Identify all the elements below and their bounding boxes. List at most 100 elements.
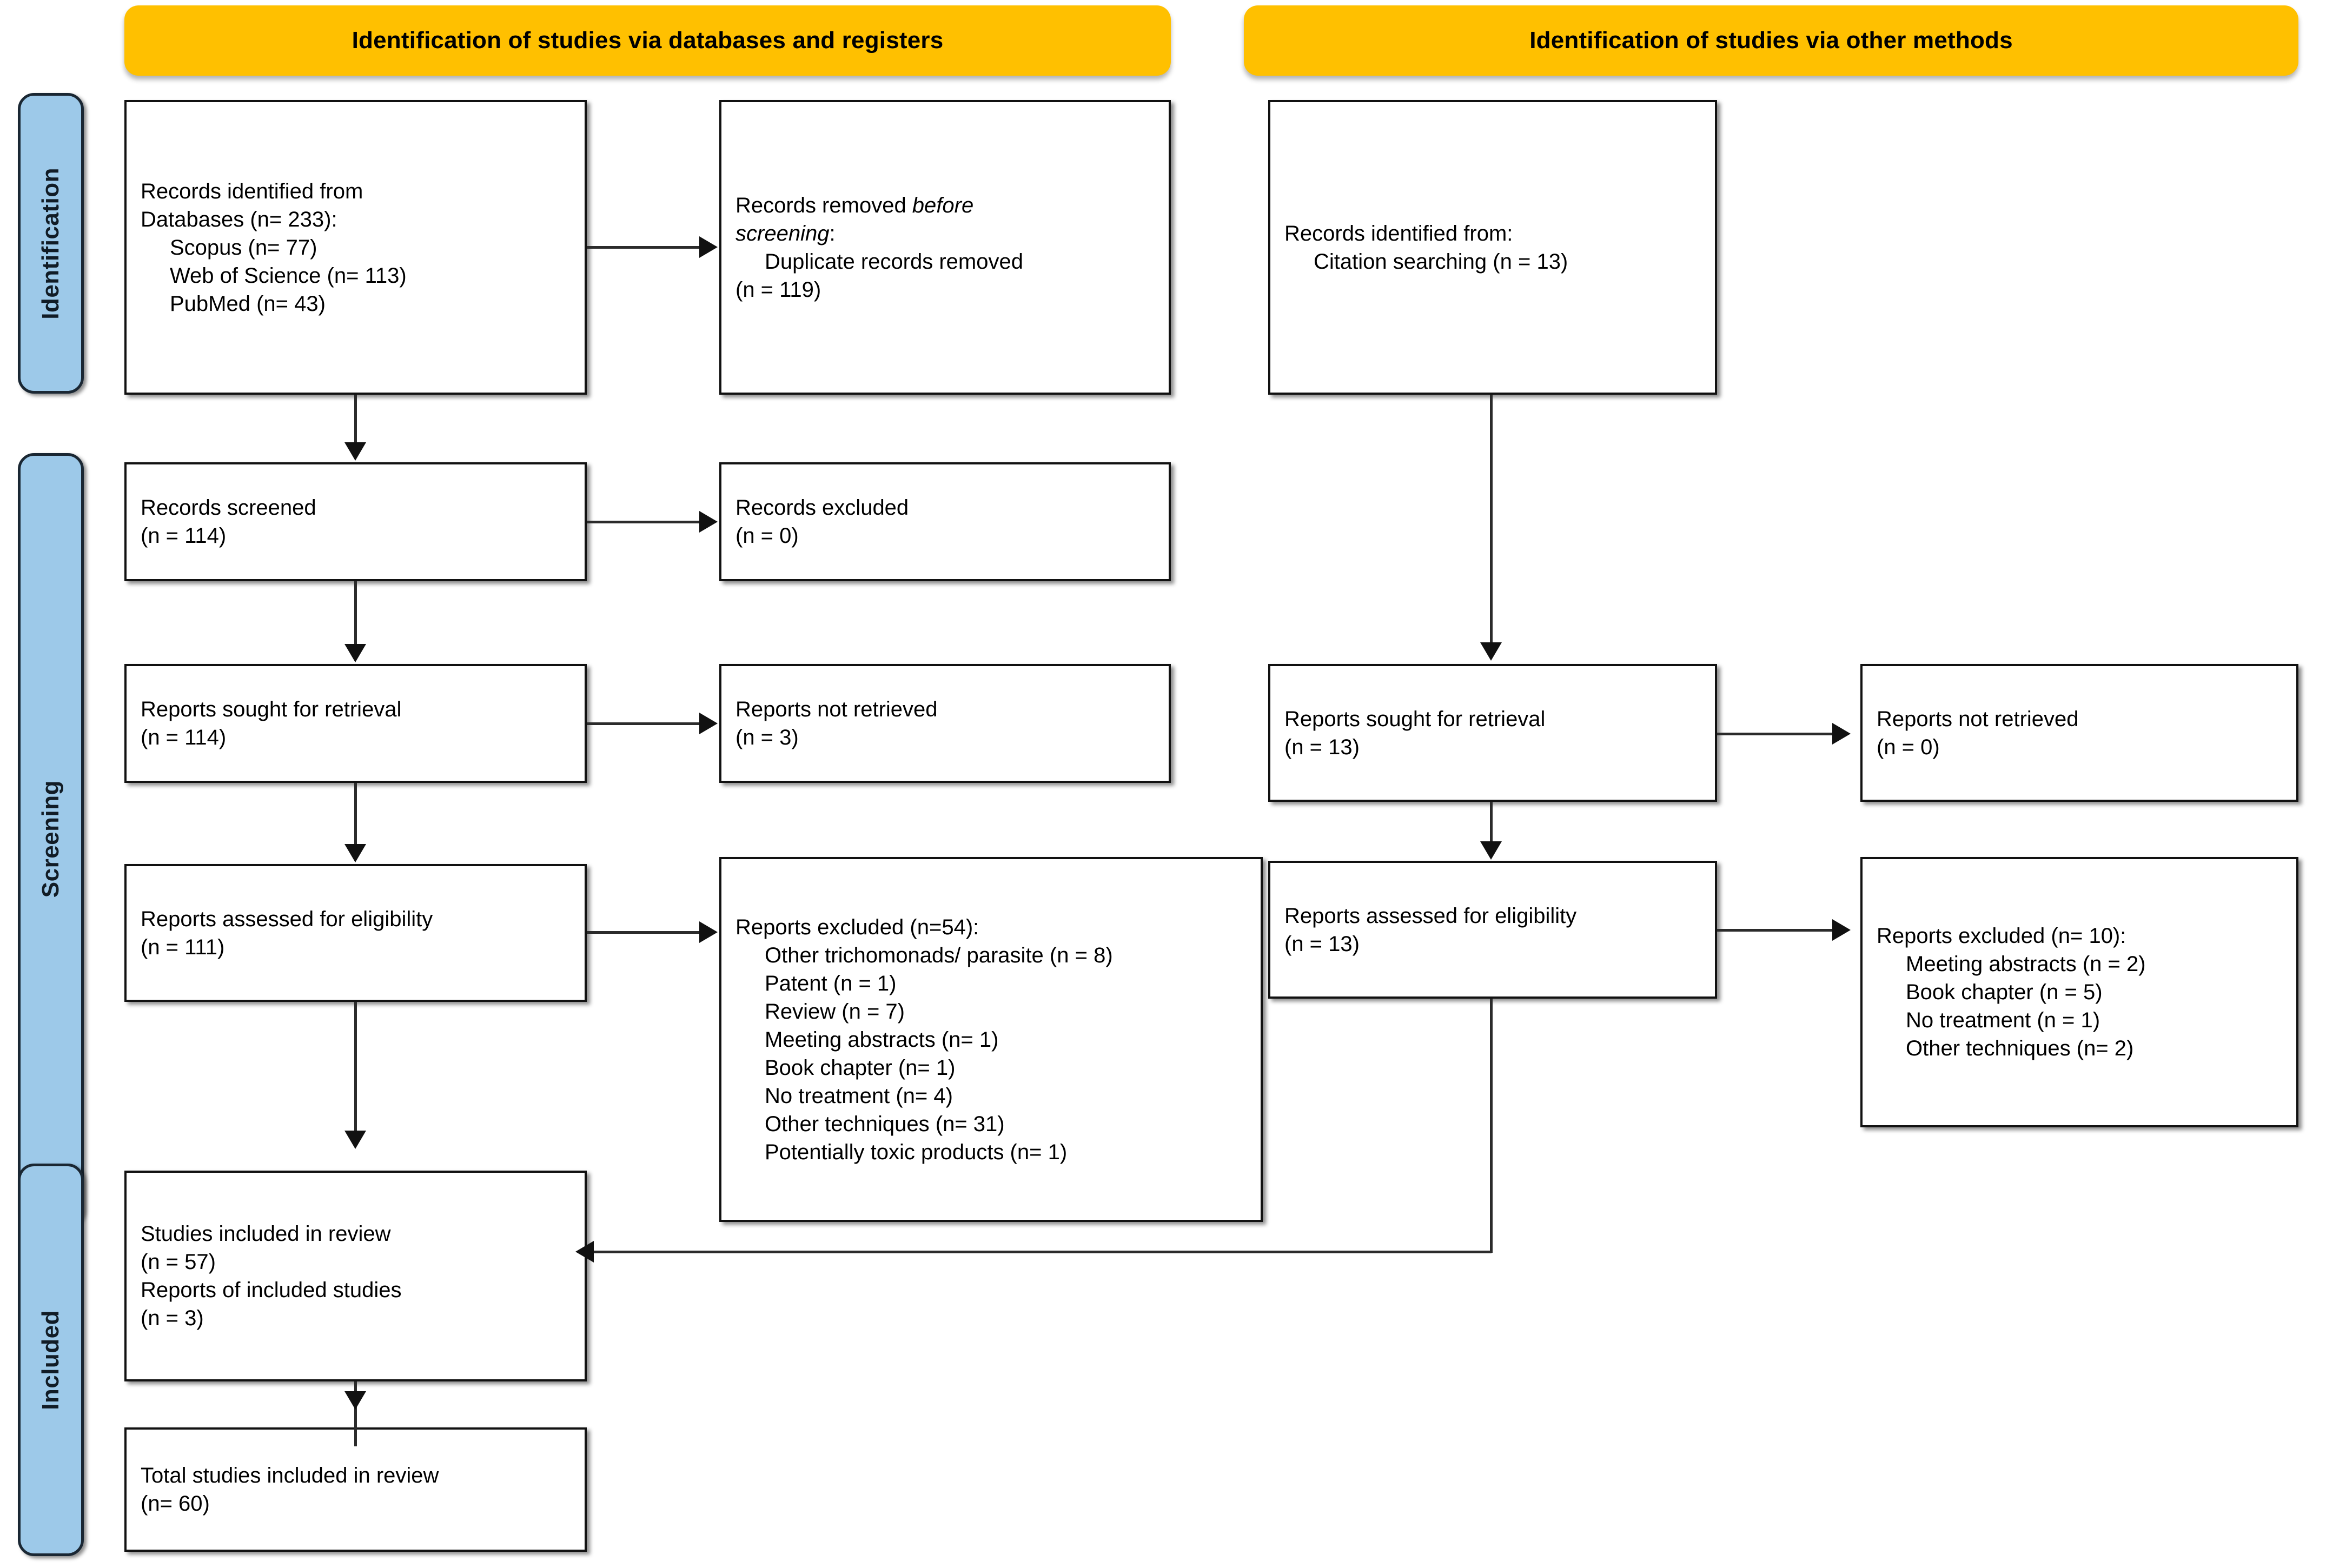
connector-screened-to-sought xyxy=(354,581,357,645)
reports-sought-right-line2: (n = 13) xyxy=(1284,735,1360,759)
reports-excluded-left-reason-1: Patent (n = 1) xyxy=(765,971,897,995)
arrowhead-sought-to-assessed xyxy=(344,844,366,862)
arrowhead-assessed-to-included xyxy=(344,1131,366,1149)
connector-assessed-to-excluded-right xyxy=(1717,929,1833,932)
box-records-excluded: Records excluded (n = 0) xyxy=(719,462,1171,581)
box-reports-excluded-right: Reports excluded (n= 10): Meeting abstra… xyxy=(1860,857,2298,1127)
connector-sought-to-assessed xyxy=(354,783,357,845)
arrowhead-sought-to-not-retrieved-right xyxy=(1832,723,1851,745)
box-studies-included: Studies included in review (n = 57) Repo… xyxy=(124,1171,587,1381)
reports-not-retrieved-left-line1: Reports not retrieved xyxy=(735,697,938,721)
reports-sought-left-line2: (n = 114) xyxy=(141,726,227,749)
box-total-studies-included: Total studies included in review (n= 60) xyxy=(124,1427,587,1552)
arrowhead-screened-to-excluded xyxy=(699,511,718,533)
reports-not-retrieved-right-line2: (n = 0) xyxy=(1877,735,1940,759)
studies-included-line3: Reports of included studies xyxy=(141,1278,402,1302)
reports-excluded-left-header: Reports excluded (n=54): xyxy=(735,915,979,939)
records-identified-line1: Records identified from xyxy=(141,179,363,203)
reports-excluded-left-reason-2: Review (n = 7) xyxy=(765,999,905,1024)
connector-sought-to-assessed-right xyxy=(1490,802,1493,842)
records-identified-other-source-citation: Citation searching (n = 13) xyxy=(1314,249,1568,274)
connector-sought-to-not-retrieved-right xyxy=(1717,733,1833,735)
arrowhead-sought-to-assessed-right xyxy=(1480,841,1502,860)
arrowhead-right-elbow-to-included xyxy=(575,1241,594,1263)
connector-right-elbow-vertical xyxy=(1490,999,1493,1253)
arrowhead-assessed-to-excluded-left xyxy=(699,921,718,943)
reports-excluded-left-reason-3: Meeting abstracts (n= 1) xyxy=(765,1027,999,1052)
arrowhead-screened-to-sought xyxy=(344,644,366,662)
reports-assessed-left-line2: (n = 111) xyxy=(141,935,225,959)
box-records-screened: Records screened (n = 114) xyxy=(124,462,587,581)
reports-excluded-right-reason-3: Other techniques (n= 2) xyxy=(1906,1037,2134,1060)
banner-databases: Identification of studies via databases … xyxy=(124,5,1171,76)
reports-excluded-left-reason-0: Other trichomonads/ parasite (n = 8) xyxy=(765,943,1113,967)
reports-assessed-right-line2: (n = 13) xyxy=(1284,932,1360,956)
reports-excluded-left-reason-4: Book chapter (n= 1) xyxy=(765,1055,956,1080)
records-identified-source-wos: Web of Science (n= 113) xyxy=(170,263,407,288)
total-included-line1: Total studies included in review xyxy=(141,1464,439,1487)
box-reports-sought-right: Reports sought for retrieval (n = 13) xyxy=(1268,664,1717,802)
box-records-identified-databases: Records identified from Databases (n= 23… xyxy=(124,100,587,395)
records-removed-line3: Duplicate records removed xyxy=(765,249,1023,274)
reports-not-retrieved-right-line1: Reports not retrieved xyxy=(1877,707,2079,731)
connector-included-to-total xyxy=(354,1381,357,1446)
reports-assessed-left-line1: Reports assessed for eligibility xyxy=(141,907,433,931)
banner-databases-label: Identification of studies via databases … xyxy=(352,27,944,54)
box-reports-assessed-left: Reports assessed for eligibility (n = 11… xyxy=(124,864,587,1002)
connector-right-elbow-horizontal xyxy=(594,1251,1492,1253)
reports-not-retrieved-left-line2: (n = 3) xyxy=(735,726,799,749)
arrowhead-included-to-total xyxy=(344,1391,366,1410)
arrowhead-other-identified-to-sought xyxy=(1480,642,1502,661)
connector-assessed-to-excluded-left xyxy=(587,931,700,934)
records-removed-line2-tail: : xyxy=(829,221,836,245)
reports-sought-left-line1: Reports sought for retrieval xyxy=(141,697,402,721)
reports-excluded-right-reason-1: Book chapter (n = 5) xyxy=(1906,980,2103,1004)
records-removed-line2: screening: xyxy=(735,220,1155,248)
connector-screened-to-excluded xyxy=(587,521,700,523)
studies-included-line2: (n = 57) xyxy=(141,1250,216,1274)
box-reports-excluded-left: Reports excluded (n=54): Other trichomon… xyxy=(719,857,1263,1222)
reports-sought-right-line1: Reports sought for retrieval xyxy=(1284,707,1546,731)
records-identified-source-scopus: Scopus (n= 77) xyxy=(170,235,317,260)
stage-tab-screening-label: Screening xyxy=(37,780,64,898)
connector-other-identified-to-sought xyxy=(1490,395,1493,643)
box-records-removed-before-screening: Records removed before screening: Duplic… xyxy=(719,100,1171,395)
records-removed-line1-text: Records removed xyxy=(735,193,912,217)
connector-assessed-to-included xyxy=(354,1002,357,1132)
records-identified-source-pubmed: PubMed (n= 43) xyxy=(170,291,326,316)
box-reports-sought-left: Reports sought for retrieval (n = 114) xyxy=(124,664,587,783)
records-excluded-line1: Records excluded xyxy=(735,496,909,520)
box-reports-not-retrieved-left: Reports not retrieved (n = 3) xyxy=(719,664,1171,783)
records-identified-line2: Databases (n= 233): xyxy=(141,207,337,231)
records-identified-other-line1: Records identified from: xyxy=(1284,221,1513,245)
records-excluded-line2: (n = 0) xyxy=(735,524,799,548)
reports-excluded-right-reason-0: Meeting abstracts (n = 2) xyxy=(1906,952,2146,976)
reports-excluded-right-header: Reports excluded (n= 10): xyxy=(1877,924,2126,948)
stage-tab-included: Included xyxy=(18,1164,84,1556)
studies-included-line4: (n = 3) xyxy=(141,1306,204,1330)
reports-excluded-left-reason-5: No treatment (n= 4) xyxy=(765,1084,953,1108)
arrowhead-identified-to-removed xyxy=(699,236,718,258)
banner-other-methods: Identification of studies via other meth… xyxy=(1244,5,2298,76)
box-reports-assessed-right: Reports assessed for eligibility (n = 13… xyxy=(1268,861,1717,999)
stage-tab-included-label: Included xyxy=(37,1310,64,1410)
stage-tab-identification-label: Identification xyxy=(37,167,64,320)
records-removed-line2-emphasis: screening xyxy=(735,221,830,245)
box-records-identified-other: Records identified from: Citation search… xyxy=(1268,100,1717,395)
records-removed-line4: (n = 119) xyxy=(735,277,821,302)
reports-excluded-left-reason-6: Other techniques (n= 31) xyxy=(765,1112,1005,1136)
stage-tab-identification: Identification xyxy=(18,93,84,394)
reports-assessed-right-line1: Reports assessed for eligibility xyxy=(1284,903,1577,928)
connector-identified-to-removed xyxy=(587,246,700,249)
arrowhead-assessed-to-excluded-right xyxy=(1832,919,1851,941)
banner-other-methods-label: Identification of studies via other meth… xyxy=(1529,27,2013,54)
connector-sought-to-not-retrieved xyxy=(587,722,700,725)
reports-excluded-left-reason-7: Potentially toxic products (n= 1) xyxy=(765,1140,1068,1164)
records-screened-line1: Records screened xyxy=(141,496,316,520)
reports-excluded-right-reason-2: No treatment (n = 1) xyxy=(1906,1008,2100,1032)
box-reports-not-retrieved-right: Reports not retrieved (n = 0) xyxy=(1860,664,2298,802)
records-removed-line1-emphasis: before xyxy=(912,193,974,217)
records-removed-line1: Records removed before xyxy=(735,191,1155,220)
arrowhead-identified-to-screened xyxy=(344,442,366,461)
